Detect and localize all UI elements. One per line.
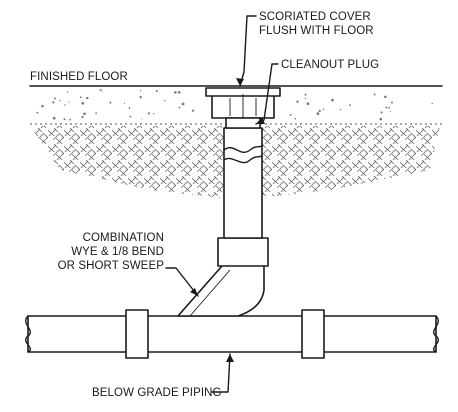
leader-combination	[165, 267, 199, 297]
aggregate-speck	[385, 106, 388, 109]
aggregate-speck	[294, 117, 297, 120]
aggregate-speck	[296, 100, 299, 103]
aggregate-speck	[83, 112, 86, 116]
aggregate-speck	[99, 88, 102, 92]
aggregate-speck	[139, 95, 142, 99]
aggregate-speck	[101, 90, 103, 92]
aggregate-speck	[316, 112, 320, 115]
below-grade-pipe	[25, 309, 439, 359]
aggregate-speck	[177, 91, 181, 94]
aggregate-speck	[318, 109, 321, 112]
label-short-sweep: OR SHORT SWEEP	[58, 260, 165, 272]
aggregate-speck	[322, 108, 325, 110]
aggregate-speck	[140, 90, 142, 92]
aggregate-speck	[54, 97, 56, 100]
label-below-grade-piping: BELOW GRADE PIPING	[92, 387, 222, 399]
aggregate-speck	[79, 96, 82, 99]
aggregate-speck	[191, 109, 195, 112]
aggregate-speck	[109, 101, 112, 104]
aggregate-speck	[389, 111, 392, 113]
aggregate-speck	[95, 112, 97, 115]
aggregate-speck	[379, 117, 383, 121]
aggregate-speck	[68, 101, 70, 103]
aggregate-speck	[36, 111, 39, 114]
aggregate-speck	[52, 101, 55, 104]
aggregate-speck	[181, 102, 185, 106]
aggregate-speck	[81, 115, 84, 119]
label-combination: COMBINATION	[83, 232, 164, 244]
aggregate-speck	[152, 113, 155, 115]
aggregate-speck	[304, 97, 307, 100]
riser-coupling	[217, 237, 269, 267]
aggregate-speck	[339, 108, 342, 111]
aggregate-speck	[41, 104, 44, 108]
pipe-coupling-right	[301, 309, 325, 359]
aggregate-speck	[66, 91, 69, 93]
aggregate-speck	[178, 106, 181, 109]
aggregate-speck	[164, 100, 166, 102]
aggregate-speck	[147, 112, 150, 115]
label-scoriated-cover: SCORIATED COVER	[259, 11, 371, 23]
label-finished-floor: FINISHED FLOOR	[30, 71, 128, 83]
aggregate-speck	[380, 111, 383, 114]
aggregate-speck	[63, 118, 66, 121]
aggregate-speck	[141, 118, 143, 120]
label-flush-with-floor: FLUSH WITH FLOOR	[259, 25, 374, 37]
vertical-riser-pipe	[223, 127, 263, 239]
aggregate-speck	[349, 104, 351, 106]
aggregate-speck	[81, 101, 85, 105]
aggregate-speck	[384, 95, 387, 99]
aggregate-speck	[59, 99, 61, 102]
aggregate-speck	[373, 93, 376, 96]
pipe-coupling-left	[125, 309, 149, 359]
aggregate-speck	[174, 91, 177, 94]
leader-scoriated-cover	[236, 15, 257, 87]
cleanout-plug	[225, 117, 261, 129]
aggregate-speck	[128, 107, 131, 109]
aggregate-speck	[331, 98, 334, 102]
aggregate-speck	[388, 106, 390, 109]
aggregate-speck	[69, 118, 72, 121]
slab-aggregate	[36, 88, 433, 121]
label-wye-bend: WYE & 1/8 BEND	[71, 246, 164, 258]
cleanout-body	[205, 87, 281, 129]
aggregate-speck	[123, 102, 125, 105]
aggregate-speck	[64, 104, 66, 106]
aggregate-speck	[390, 101, 393, 104]
aggregate-speck	[304, 93, 307, 96]
aggregate-speck	[86, 96, 89, 100]
label-cleanout-plug: CLEANOUT PLUG	[281, 59, 379, 71]
aggregate-speck	[431, 102, 433, 105]
aggregate-speck	[52, 116, 56, 120]
aggregate-speck	[306, 102, 310, 106]
leader-below-grade	[211, 353, 234, 393]
aggregate-speck	[129, 115, 132, 118]
leader-cleanout-plug	[255, 63, 279, 125]
aggregate-speck	[155, 89, 158, 92]
aggregate-speck	[289, 114, 292, 116]
